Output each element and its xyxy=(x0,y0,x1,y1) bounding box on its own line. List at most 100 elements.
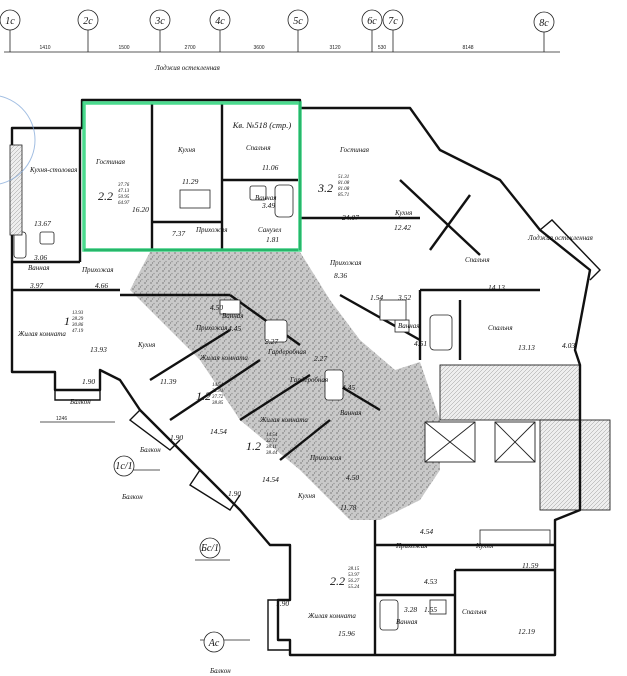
axis-label: 8c xyxy=(539,18,549,29)
axis-label: 3c xyxy=(154,16,165,27)
label-bath: Ванная xyxy=(255,194,276,202)
area-value: 2.27 xyxy=(265,337,278,346)
axis-labels: 1c 2c 3c 4c 5c 6c 7c 8c xyxy=(5,16,549,29)
area-value: 1.90 xyxy=(276,599,289,608)
apartment-type: 1 xyxy=(64,314,70,328)
label-kitchen: Кухня xyxy=(177,146,195,154)
label-bath: Ванная xyxy=(398,322,419,330)
dimension-label: 1500 xyxy=(118,45,129,51)
area-value: 14.13 xyxy=(488,283,505,292)
stat-value: 81.08 xyxy=(338,181,350,186)
axis-label: 5c xyxy=(293,16,303,27)
label-loggia-right: Лоджия остекленная xyxy=(527,234,593,242)
area-value: 4.45 xyxy=(228,324,241,333)
dimension-label: 8148 xyxy=(462,45,473,51)
label-hall: Прихожая xyxy=(195,324,228,332)
stat-value: 38.44 xyxy=(266,451,278,456)
label-kitchen-dining: Кухня-столовая xyxy=(29,166,77,174)
label-wc: Санузел xyxy=(258,226,281,234)
dimension-label: 3120 xyxy=(329,45,340,51)
stat-value: 32.71 xyxy=(266,439,277,444)
dimension-label: 1410 xyxy=(39,45,50,51)
area-value: 4.03 xyxy=(562,341,575,350)
stat-value: 37.72 xyxy=(212,395,224,400)
axis-label-side: 1с/1 xyxy=(115,461,132,472)
stat-value: 53.97 xyxy=(348,573,360,578)
label-living-room: Жилая комната xyxy=(307,612,356,620)
area-value: 11.29 xyxy=(182,177,199,186)
label-bath: Ванная xyxy=(28,264,49,272)
stat-value: 64.97 xyxy=(118,201,130,206)
stat-value: 51.31 xyxy=(338,175,349,180)
axis-marker-1c xyxy=(0,9,21,31)
area-value: 13.93 xyxy=(90,345,107,354)
apartment-type: 1.2 xyxy=(196,389,211,403)
axis-marker-8c xyxy=(533,11,555,33)
stat-value: 28.29 xyxy=(72,317,84,322)
area-value: 4.50 xyxy=(346,473,359,482)
area-value: 4.53 xyxy=(424,577,437,586)
axis-marker-side xyxy=(203,631,225,653)
axis-marker-3c xyxy=(149,9,171,31)
label-balcony: Балкон xyxy=(139,446,161,454)
stats-32: 51.31 81.08 81.08 85.71 xyxy=(338,175,350,198)
axis-label: 1c xyxy=(5,16,15,27)
top-dimensions: 1410 1500 2700 3600 3120 530 8148 xyxy=(39,45,473,51)
stat-value: 13.93 xyxy=(72,311,84,316)
area-value: 12.42 xyxy=(394,223,411,232)
area-value: 1.81 xyxy=(266,235,279,244)
dimension-label: 3600 xyxy=(253,45,264,51)
stat-value: 56.27 xyxy=(348,579,360,584)
area-value: 1.90 xyxy=(82,377,95,386)
label-balcony: Балкон xyxy=(209,667,231,675)
area-value: 4.66 xyxy=(95,281,108,290)
area-value: 7.37 xyxy=(172,229,185,238)
axis-markers xyxy=(0,9,555,33)
axis-marker-side xyxy=(113,455,135,477)
highlight-apartment-518 xyxy=(82,101,302,252)
axis-label-side: Ac xyxy=(208,638,220,649)
stat-value: 55.24 xyxy=(348,585,360,590)
label-wardrobe: Гардеробная xyxy=(267,348,306,356)
stats-12b: 14.54 32.71 38.11 38.44 xyxy=(266,433,278,456)
stats-1a: 13.93 28.29 30.86 47.19 xyxy=(72,311,84,334)
label-living-room: Жилая комната xyxy=(199,354,248,362)
axis-marker-4c xyxy=(209,9,231,31)
stats-518: 37.76 47.13 50.95 64.97 xyxy=(118,183,130,206)
label-kitchen: Кухня xyxy=(297,492,315,500)
label-balcony: Балкон xyxy=(69,398,91,406)
label-hall: Прихожая xyxy=(395,542,428,550)
stat-value: 30.86 xyxy=(72,323,84,328)
area-value: 4.50 xyxy=(210,303,223,312)
apartment-type: 2.2 xyxy=(330,574,345,588)
label-bath: Ванная xyxy=(340,409,361,417)
area-value: 11.06 xyxy=(262,163,279,172)
common-corridor xyxy=(130,252,440,520)
apartment-518-title: Кв. №518 (стр.) xyxy=(232,120,292,130)
area-values: 13.67 3.06 3.97 13.93 1.90 4.66 11.29 11… xyxy=(29,163,575,638)
axis-marker-7c xyxy=(382,9,404,31)
label-living: Гостиная xyxy=(95,158,125,166)
area-value: 4.45 xyxy=(342,383,355,392)
area-value: 24.07 xyxy=(342,213,359,222)
stat-value: 37.76 xyxy=(118,183,130,188)
area-value: 13.13 xyxy=(518,343,535,352)
label-hall: Прихожая xyxy=(195,226,228,234)
area-value: 11.39 xyxy=(160,377,177,386)
stat-value: 81.08 xyxy=(338,187,350,192)
area-value: 14.54 xyxy=(210,427,227,436)
stat-value: 14.54 xyxy=(212,383,224,388)
label-hall: Прихожая xyxy=(81,266,114,274)
area-value: 3.06 xyxy=(33,253,47,262)
area-value: 1.90 xyxy=(228,489,241,498)
axis-label: 2c xyxy=(83,16,93,27)
dimension-label: 530 xyxy=(378,45,387,51)
stat-value: 47.19 xyxy=(72,329,84,334)
axis-label: 6c xyxy=(367,16,377,27)
label-living-room: Жилая комната xyxy=(17,330,66,338)
stat-value: 50.95 xyxy=(118,195,130,200)
balconies xyxy=(54,219,601,651)
label-living-room: Жилая комната xyxy=(259,416,308,424)
area-value: 3.49 xyxy=(261,201,275,210)
